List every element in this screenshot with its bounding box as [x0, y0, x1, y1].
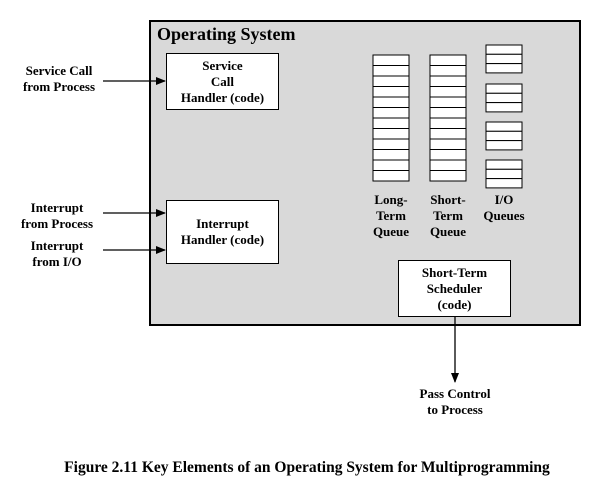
io-queues-label: I/O Queues	[483, 192, 525, 223]
queue-slot	[372, 65, 410, 77]
interrupt-process-input-label: Interrupt from Process	[20, 200, 94, 231]
queue-slot	[485, 83, 523, 94]
io-queue-2	[485, 83, 523, 113]
short-term-queue-label: Short- Term Queue	[429, 192, 467, 239]
queue-stacks	[372, 44, 523, 189]
queue-slot	[372, 159, 410, 171]
interrupt-handler-box: Interrupt Handler (code)	[166, 200, 279, 264]
queue-slot	[429, 170, 467, 182]
os-title: Operating System	[157, 24, 296, 44]
service-call-handler-box: Service Call Handler (code)	[166, 53, 279, 110]
queue-slot	[485, 121, 523, 132]
short-term-scheduler-box: Short-Term Scheduler (code)	[398, 260, 511, 317]
queue-slot	[372, 170, 410, 182]
io-queue-3	[485, 121, 523, 151]
queue-slot	[372, 128, 410, 140]
queue-slot	[485, 44, 523, 55]
queue-slot	[372, 75, 410, 87]
io-queue-4	[485, 159, 523, 189]
queue-slot	[485, 92, 523, 104]
queue-slot	[485, 130, 523, 142]
queue-slot	[485, 159, 523, 170]
interrupt-io-input-label: Interrupt from I/O	[30, 238, 84, 269]
queue-slot	[429, 54, 467, 66]
queue-slot	[429, 96, 467, 108]
queue-slot	[372, 138, 410, 150]
service-call-input-label: Service Call from Process	[22, 63, 96, 94]
queue-slot	[372, 107, 410, 119]
queue-slot	[485, 53, 523, 65]
queue-slot	[429, 128, 467, 140]
io-queue-1	[485, 44, 523, 74]
queue-slot	[372, 54, 410, 66]
queue-slot	[485, 102, 523, 113]
queue-slot	[429, 117, 467, 129]
queue-slot	[372, 117, 410, 129]
queue-slot	[372, 86, 410, 98]
queue-slot	[485, 63, 523, 74]
figure-caption: Figure 2.11 Key Elements of an Operating…	[64, 459, 550, 476]
queue-slot	[429, 138, 467, 150]
pass-control-output-label: Pass Control to Process	[419, 386, 491, 417]
queue-slot	[429, 65, 467, 77]
short-term-queue	[429, 54, 467, 182]
queue-slot	[485, 168, 523, 180]
queue-slot	[429, 149, 467, 161]
queue-slot	[429, 107, 467, 119]
queue-slot	[429, 86, 467, 98]
queue-slot	[429, 75, 467, 87]
queue-slot	[372, 149, 410, 161]
queue-slot	[485, 140, 523, 151]
queue-slot	[429, 159, 467, 171]
long-term-queue-label: Long- Term Queue	[372, 192, 410, 239]
queue-slot	[485, 178, 523, 189]
queue-slot	[372, 96, 410, 108]
long-term-queue	[372, 54, 410, 182]
